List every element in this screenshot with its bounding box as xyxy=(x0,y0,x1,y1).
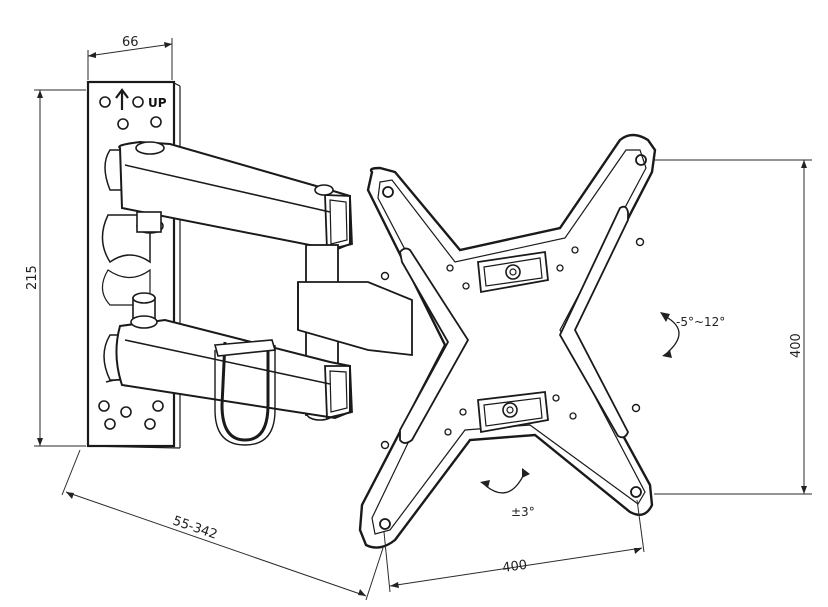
lower-arm xyxy=(115,292,353,420)
vesa-plate xyxy=(358,133,657,549)
upper-arm xyxy=(118,140,353,252)
curved-arrow-icon xyxy=(660,312,680,358)
dimension-label-height: 215 xyxy=(25,265,40,290)
dimension-label-width: 66 xyxy=(122,35,139,50)
curved-arrow-icon xyxy=(480,468,530,494)
dimension-label-extension: 55-342 xyxy=(171,514,219,543)
arrow-up-icon xyxy=(115,88,129,110)
dimension-label-vesa-vertical: 400 xyxy=(789,333,804,358)
swivel-bracket xyxy=(297,281,413,357)
dimension-arm-extension: 55-342 xyxy=(61,449,384,601)
cable-clip xyxy=(213,339,277,446)
tilt-range-label: -5°~12° xyxy=(676,315,725,329)
rotation-label: ±3° xyxy=(511,505,535,519)
wall-plate: UP xyxy=(86,80,181,449)
dimension-plate-width: 66 xyxy=(87,35,173,80)
dimension-vesa-horizontal: 400 xyxy=(383,499,645,593)
dimension-vesa-vertical: 400 xyxy=(654,159,812,495)
dimension-plate-height: 215 xyxy=(25,89,86,447)
up-marking: UP xyxy=(148,96,167,110)
dimension-label-vesa-horizontal: 400 xyxy=(501,558,528,576)
